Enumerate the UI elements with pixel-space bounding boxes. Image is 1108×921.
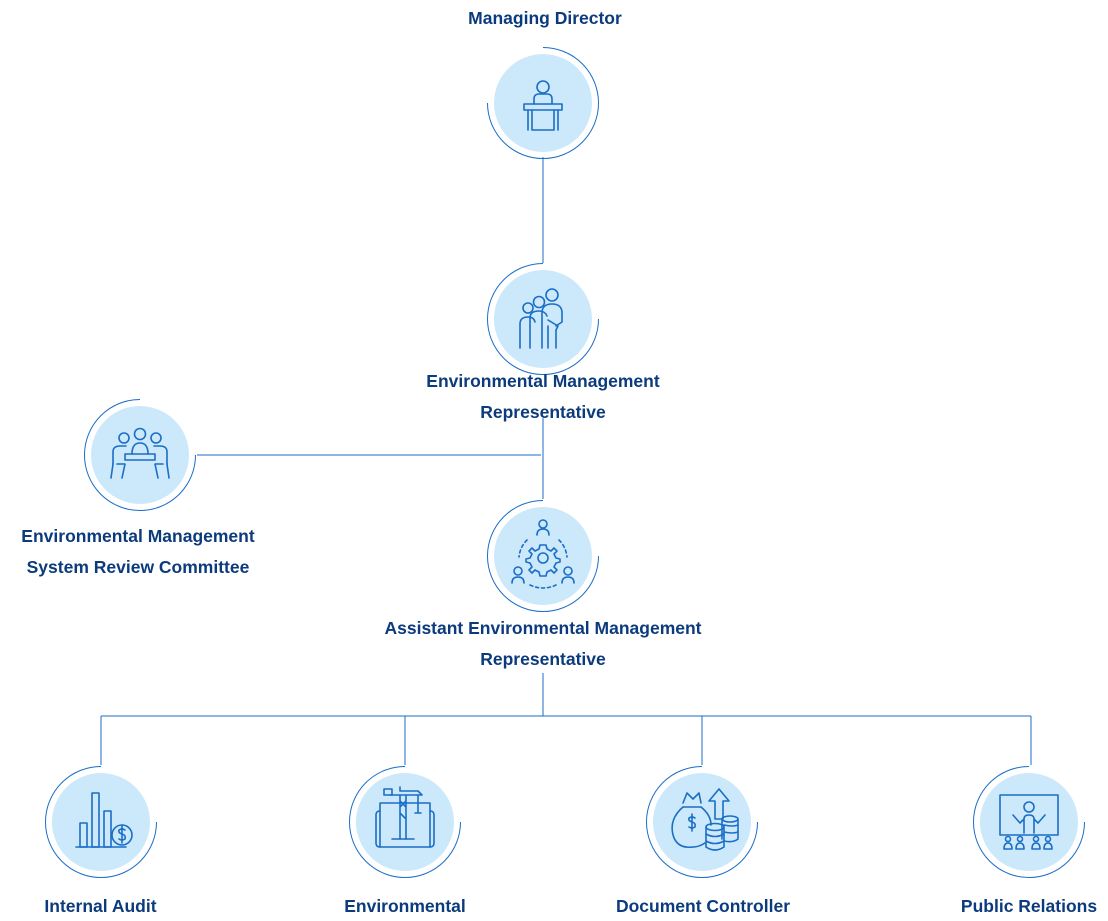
document-controller-label: Document Controller [615, 896, 791, 916]
team-group-icon [519, 288, 563, 349]
presentation-audience-icon [999, 794, 1059, 850]
gear-people-icon [511, 519, 575, 589]
document-controller-node [645, 765, 759, 879]
node-disc [494, 54, 592, 152]
assistant-representative-label: Assistant Environmental Management Repre… [384, 618, 702, 669]
node-ring [487, 47, 599, 159]
node-disc [980, 773, 1078, 871]
review-committee-node [83, 398, 197, 512]
podium-speaker-icon [523, 80, 563, 131]
internal-audit-label: Internal Audit [44, 896, 157, 916]
node-disc [91, 406, 189, 504]
node-ring [487, 500, 599, 612]
internal-audit-node [44, 765, 158, 879]
bar-chart-coin-icon [75, 792, 133, 848]
node-disc [494, 270, 592, 368]
construction-crane-icon [375, 786, 435, 848]
public-relations-label: Public Relations [960, 896, 1098, 916]
review-committee-label: Environmental Management System Review C… [21, 526, 255, 577]
node-ring [487, 263, 599, 375]
node-ring [84, 399, 196, 511]
meeting-table-icon [110, 427, 170, 479]
managing-director-label: Managing Director [468, 8, 622, 28]
environmental-label: Environmental [344, 896, 466, 916]
node-disc [52, 773, 150, 871]
environmental-node [348, 765, 462, 879]
node-ring [973, 766, 1085, 878]
em-representative-node [486, 262, 600, 376]
em-representative-label: Environmental Management Representative [426, 371, 660, 422]
node-ring [349, 766, 461, 878]
node-disc [356, 773, 454, 871]
assistant-representative-node [486, 499, 600, 613]
money-bag-coins-icon [671, 788, 739, 851]
public-relations-node [972, 765, 1086, 879]
managing-director-node [486, 46, 600, 160]
node-ring [45, 766, 157, 878]
node-ring [646, 766, 758, 878]
